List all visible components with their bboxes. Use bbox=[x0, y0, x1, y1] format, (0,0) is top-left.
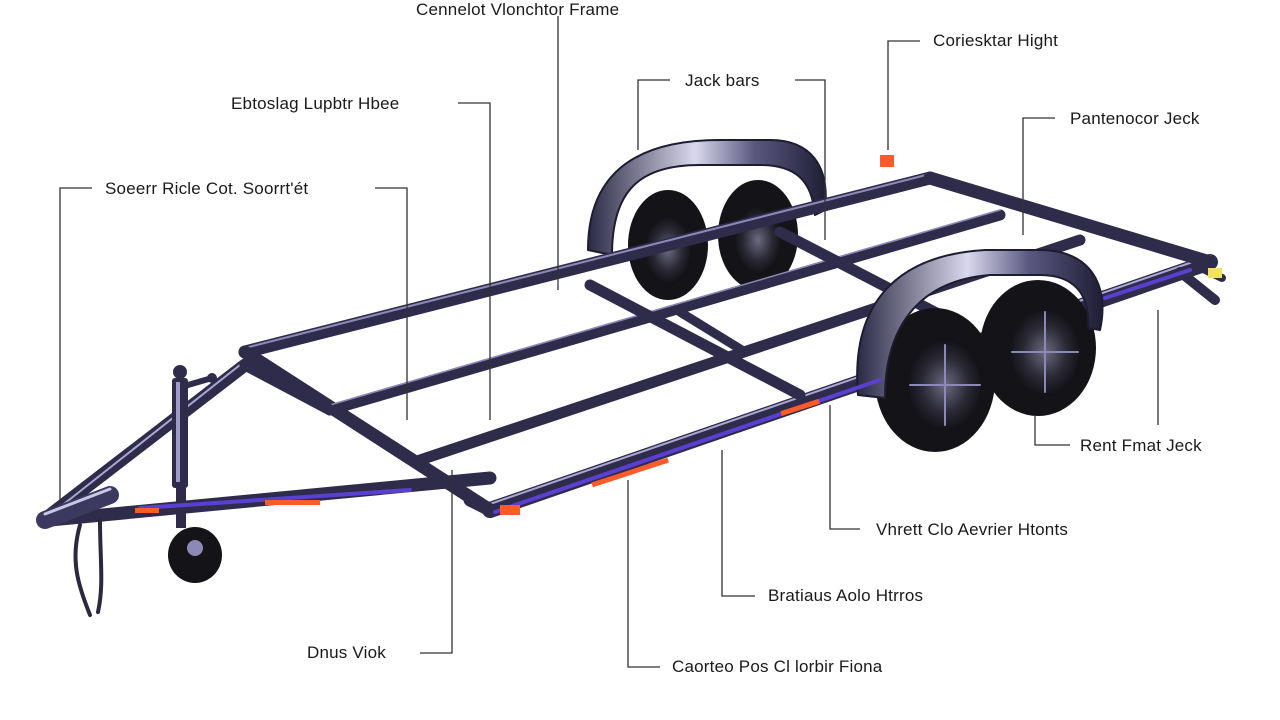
leader-dnus-viok bbox=[420, 470, 453, 654]
leader-panteneor bbox=[1022, 117, 1055, 235]
leader-entsing bbox=[458, 102, 491, 420]
label-top-center: Cennelot Vlonchtor Frame bbox=[416, 0, 620, 19]
leader-bratiaus bbox=[721, 450, 755, 597]
label-dnus-viok: Dnus Viok bbox=[307, 643, 386, 662]
label-entsing-lupbr: Ebtoslag Lupbtr Hbee bbox=[231, 94, 400, 113]
label-jack-bars: Jack bars bbox=[685, 71, 760, 90]
label-corner-hight: Coriesktar Hight bbox=[933, 31, 1059, 50]
leader-corner-hight bbox=[887, 40, 920, 150]
label-caorteo-pos: Caorteo Pos Cl lorbir Fiona bbox=[672, 657, 883, 676]
leader-jack-bars bbox=[637, 79, 670, 150]
leader-rent-fmat bbox=[1034, 415, 1070, 446]
label-rent-fmat-jeck: Rent Fmat Jeck bbox=[1080, 436, 1202, 455]
label-bratiaus-aolo: Bratiaus Aolo Htrros bbox=[768, 586, 924, 605]
label-panteneor-jeck: Pantenocor Jeck bbox=[1070, 109, 1200, 128]
safety-chain bbox=[73, 518, 104, 617]
label-vhrett-clo: Vhrett Clo Aevrier Htonts bbox=[876, 520, 1069, 539]
leader-soeerr-right bbox=[375, 187, 408, 420]
leader-soeerr-left bbox=[59, 187, 92, 505]
front-wheel-pair bbox=[875, 280, 1096, 452]
leader-caorteo bbox=[627, 480, 660, 668]
tongue-jack bbox=[168, 365, 222, 583]
trailer-illustration bbox=[36, 139, 1226, 617]
side-accent-stripes bbox=[135, 155, 1222, 515]
front-fender bbox=[856, 249, 1104, 399]
label-soeerr-ricle: Soeerr Ricle Cot. Soorrt'ét bbox=[105, 179, 309, 198]
leader-vhrett bbox=[829, 405, 860, 530]
leader-lines bbox=[59, 16, 1159, 668]
